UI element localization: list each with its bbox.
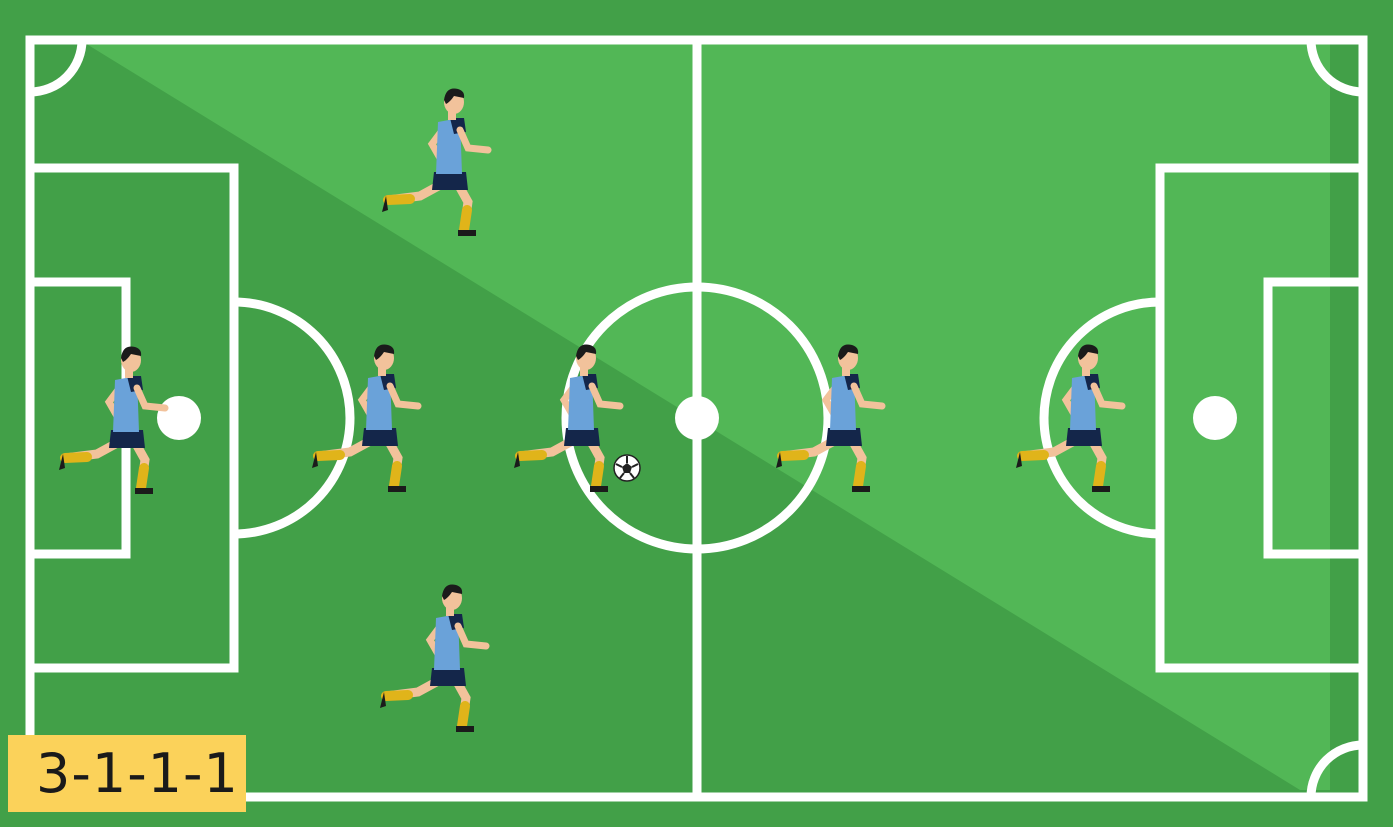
- formation-label: 3-1-1-1: [8, 735, 246, 812]
- formation-label-text: 3-1-1-1: [36, 742, 239, 805]
- soccer-ball-icon: [614, 455, 640, 481]
- right-penalty-spot: [1193, 396, 1237, 440]
- left-penalty-spot: [157, 396, 201, 440]
- center-spot: [675, 396, 719, 440]
